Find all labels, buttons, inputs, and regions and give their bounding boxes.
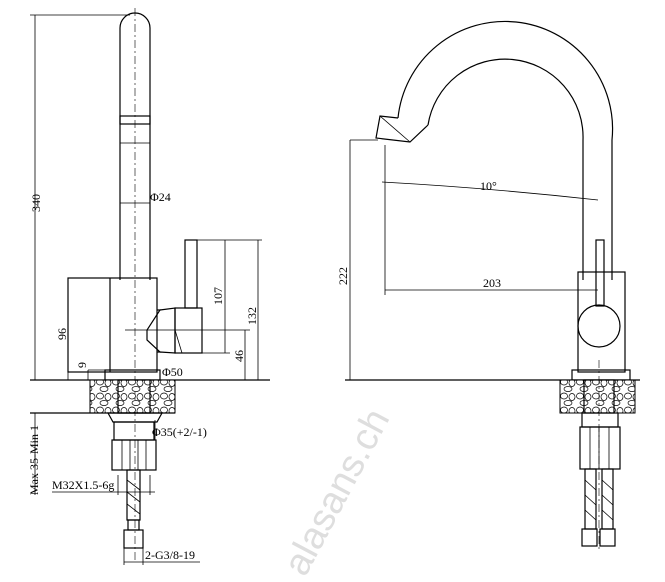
dim-9: 9 [75, 362, 89, 368]
dim-shank-diameter: Φ35(+2/-1) [152, 425, 207, 439]
left-view-faucet [30, 8, 270, 560]
handle-lever [595, 239, 605, 307]
dim-107: 107 [211, 287, 225, 305]
handle-lever [184, 239, 198, 309]
spout-outer [397, 20, 614, 280]
spout-tube [119, 12, 151, 280]
supply-hose-2 [601, 468, 614, 530]
supply-hose-1 [584, 468, 597, 530]
cartridge-cone [146, 309, 162, 353]
handle-knob [577, 304, 621, 348]
body [577, 271, 626, 373]
dim-222: 222 [336, 267, 350, 285]
dim-thread: M32X1.5-6g [52, 478, 114, 492]
countertop-section [559, 379, 636, 414]
dim-hose-fitting: 2-G3/8-19 [145, 548, 195, 562]
dim-angle: 10° [480, 179, 497, 193]
spout-inner [427, 58, 584, 280]
left-view-dimensions: 340 Φ24 96 9 Φ50 107 132 46 Φ35(+2/-1) M… [27, 14, 262, 565]
spout-aerator [375, 115, 429, 143]
angle-arc [381, 181, 599, 201]
dim-96: 96 [55, 328, 69, 340]
hose-fitting [123, 529, 144, 549]
dim-counter-thickness: Max 35-Min 1 [27, 425, 41, 495]
right-view-dimensions: 222 10° 203 [336, 139, 599, 380]
countertop-section [89, 379, 176, 414]
watermark: alasans.ch [276, 402, 398, 582]
dim-46: 46 [232, 350, 246, 362]
spout-band [119, 115, 151, 125]
dim-340: 340 [29, 194, 43, 212]
dim-base-diameter: Φ50 [162, 365, 183, 379]
body [67, 277, 158, 373]
dim-203: 203 [483, 276, 501, 290]
dim-spout-diameter: Φ24 [150, 190, 171, 204]
handle-block [174, 307, 203, 354]
washer [106, 412, 164, 423]
right-view-faucet [345, 20, 640, 550]
dim-132: 132 [245, 307, 259, 325]
nut [579, 426, 621, 470]
nut [111, 439, 157, 471]
